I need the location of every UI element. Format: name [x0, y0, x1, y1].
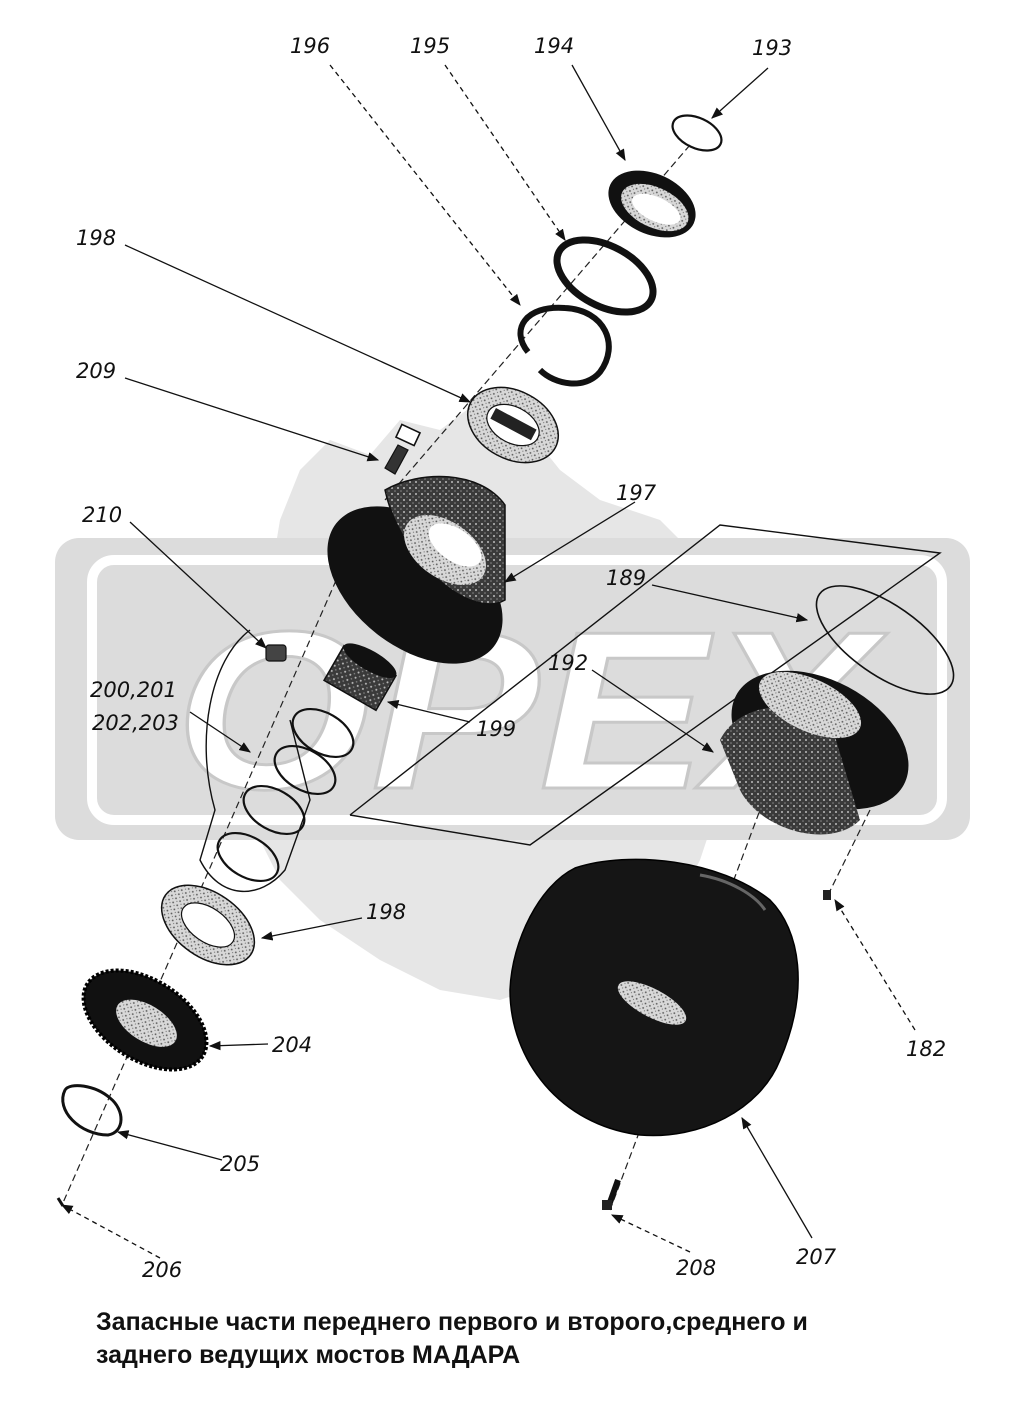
callout-209: 209	[76, 359, 116, 383]
part-197-hub	[327, 475, 506, 664]
callout-202-203: 202,203	[92, 711, 179, 735]
diagram-caption: Запасные части переднего первого и второ…	[96, 1306, 976, 1372]
assembly-axis-bolt-182	[827, 809, 871, 896]
callout-198-top: 198	[76, 226, 116, 250]
leader-208	[610, 1214, 691, 1253]
leader-207	[741, 1116, 813, 1239]
part-182-bolt	[823, 890, 831, 900]
part-198-bearing-upper	[466, 386, 560, 464]
part-196-snap-ring	[517, 304, 612, 387]
leader-205	[116, 1130, 223, 1161]
part-189-o-ring	[815, 585, 955, 695]
callout-205: 205	[220, 1152, 260, 1176]
part-208-bolt	[602, 1178, 621, 1210]
callout-198-bottom: 198	[366, 900, 406, 924]
callout-193: 193	[752, 36, 792, 60]
leader-199	[386, 699, 471, 723]
part-204-toothed-disc	[81, 968, 209, 1072]
part-193-ring	[671, 114, 723, 152]
exploded-parts-diagram: OPEX	[55, 34, 970, 1282]
part-198-bearing-lower	[160, 884, 256, 966]
callout-189: 189	[606, 566, 646, 590]
callout-200-201: 200,201	[90, 678, 177, 702]
leader-189	[651, 584, 809, 623]
callout-195: 195	[410, 34, 450, 58]
callout-208: 208	[676, 1256, 716, 1280]
callout-labels: 196 195 194 193 198 209 197 210 189 192 …	[76, 34, 946, 1282]
leader-195	[444, 64, 566, 241]
callout-194: 194	[534, 34, 574, 58]
caption-line-2: заднего ведущих мостов МАДАРА	[96, 1341, 521, 1369]
leader-196	[329, 64, 521, 306]
callout-196: 196	[290, 34, 330, 58]
leader-204	[208, 1040, 269, 1051]
leader-198-top	[124, 244, 472, 403]
part-194-seal	[608, 170, 696, 238]
part-210-plug	[265, 644, 287, 662]
leader-192	[591, 669, 714, 753]
watermark-frame-inner	[87, 555, 947, 825]
leader-198-bottom	[260, 917, 363, 941]
caption-line-1: Запасные части переднего первого и второ…	[96, 1308, 808, 1336]
part-195-ring	[553, 236, 657, 316]
leader-210	[129, 521, 267, 649]
leader-182	[834, 899, 916, 1031]
callout-206: 206	[142, 1258, 182, 1282]
callout-204: 204	[272, 1033, 312, 1057]
callout-210: 210	[82, 503, 122, 527]
leader-197	[504, 501, 636, 583]
callout-182: 182	[906, 1037, 946, 1061]
phantom-outline	[199, 524, 942, 892]
leader-194	[571, 64, 626, 162]
callout-207: 207	[796, 1245, 837, 1269]
part-200-203-rings	[216, 707, 355, 883]
callout-197: 197	[616, 481, 657, 505]
part-205-circlip	[61, 1084, 123, 1137]
callout-199: 199	[476, 717, 516, 741]
leader-209	[124, 377, 380, 462]
part-209-bolt	[384, 423, 422, 475]
leader-200-203	[189, 711, 251, 753]
part-199-bushing	[322, 643, 398, 712]
leader-206	[60, 1204, 161, 1259]
leader-193	[711, 67, 769, 119]
part-192-flange-housing	[720, 670, 909, 835]
leader-lines	[60, 64, 916, 1259]
part-207-drum	[509, 858, 799, 1137]
callout-192: 192	[548, 651, 588, 675]
